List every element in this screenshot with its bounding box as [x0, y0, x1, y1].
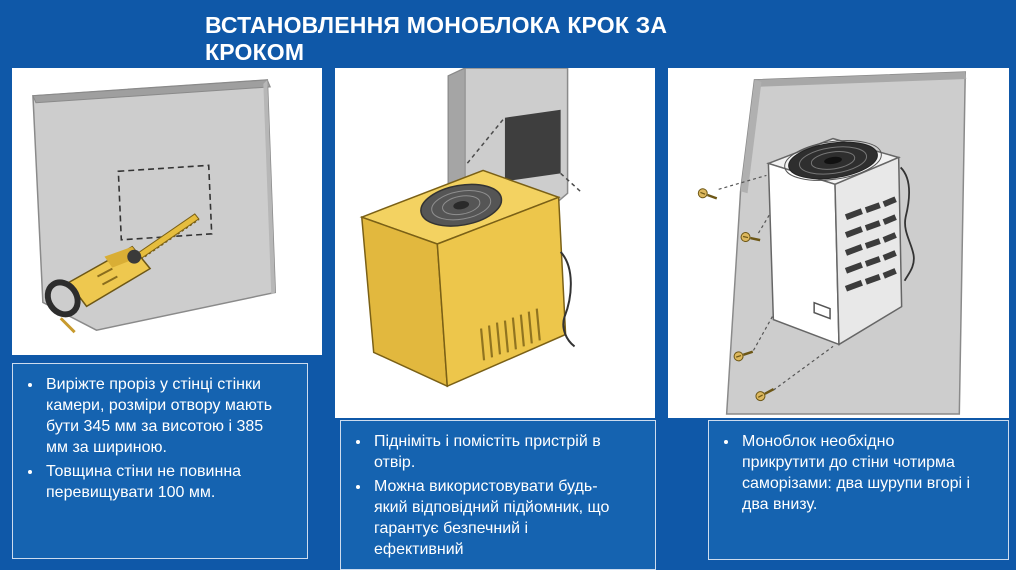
- bullet-item: Виріжте проріз у стінці стінки камери, р…: [43, 374, 279, 458]
- unit-screwed-to-wall-illustration: [697, 71, 967, 415]
- instruction-box-step1: Виріжте проріз у стінці стінки камери, р…: [12, 363, 308, 559]
- page-title: ВСТАНОВЛЕННЯ МОНОБЛОКА КРОК ЗА КРОКОМ: [205, 12, 667, 66]
- page-title-line2: КРОКОМ: [205, 39, 305, 65]
- power-cable: [559, 251, 576, 348]
- vent-slots: [844, 196, 897, 292]
- vent-slots: [479, 308, 541, 361]
- bullet-list-step1: Виріжте проріз у стінці стінки камери, р…: [13, 374, 307, 503]
- reciprocating-saw-icon: [44, 213, 200, 334]
- screw-icon: [733, 350, 754, 362]
- screw-icon: [697, 188, 718, 200]
- nameplate: [813, 301, 831, 320]
- mounting-screws: [697, 188, 775, 402]
- fan-grille-icon: [784, 140, 882, 181]
- bullet-item: Товщина стіни не повинна перевищувати 10…: [43, 461, 279, 503]
- unit-into-opening-illustration: [359, 68, 584, 388]
- illustration-panel-step2: [335, 68, 655, 418]
- instruction-box-step3: Моноблок необхідно прикрутити до стіни ч…: [708, 420, 1009, 560]
- bullet-item: Підніміть і помістіть пристрій в отвір.: [371, 431, 615, 473]
- wall: [32, 79, 277, 331]
- wall-cutout-saw-illustration: [32, 79, 277, 334]
- dashed-cutout-outline: [117, 164, 213, 241]
- fan-grille-icon: [420, 183, 503, 227]
- screw-icon: [740, 232, 761, 243]
- power-cable: [899, 166, 915, 282]
- instruction-box-step2: Підніміть і помістіть пристрій в отвір. …: [340, 420, 656, 570]
- illustration-panel-step1: [12, 68, 322, 355]
- bullet-list-step2: Підніміть і помістіть пристрій в отвір. …: [341, 431, 655, 560]
- bullet-item: Можна використовувати будь-який відповід…: [371, 476, 615, 560]
- monoblock-unit-yellow: [359, 169, 576, 388]
- page-title-line1: ВСТАНОВЛЕННЯ МОНОБЛОКА КРОК ЗА: [205, 12, 668, 38]
- bullet-item: Моноблок необхідно прикрутити до стіни ч…: [739, 431, 972, 515]
- illustration-panel-step3: [668, 68, 1009, 418]
- bullet-list-step3: Моноблок необхідно прикрутити до стіни ч…: [709, 431, 1008, 515]
- screw-leader-lines: [718, 174, 834, 391]
- monoblock-unit-white: [766, 137, 915, 346]
- screw-icon: [755, 388, 775, 402]
